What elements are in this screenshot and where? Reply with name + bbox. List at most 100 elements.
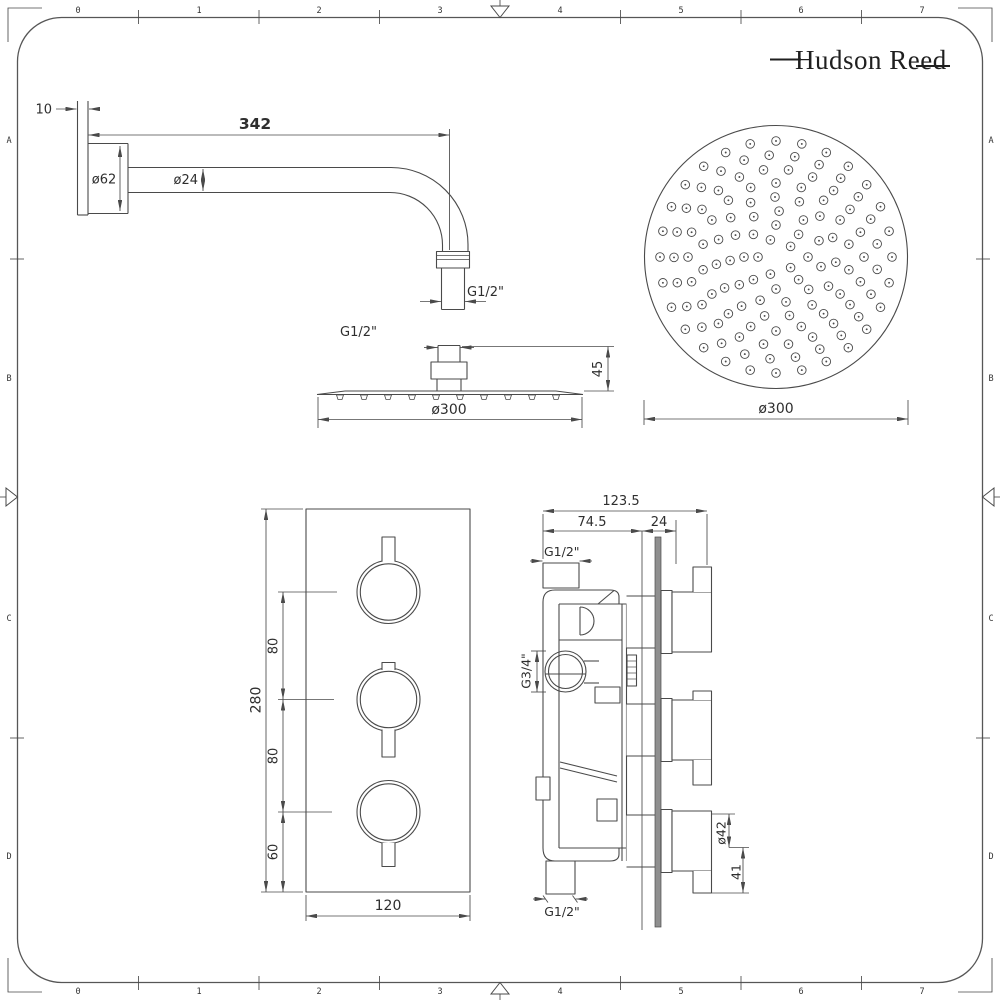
valve-front-view: 280 80 80 60 120: [249, 508, 471, 921]
head-side-dimensions: G1/2" 45 ø300: [317, 325, 614, 428]
shower-arm-dimensions: 10 342 ø62 ø24 G1/2": [35, 103, 504, 304]
border-frame: [16, 16, 984, 984]
nozzle-icon: [771, 178, 781, 188]
ruler-col-label-top: 3: [437, 6, 442, 16]
head-face-circle: [643, 124, 909, 390]
nozzle-icon: [719, 283, 730, 293]
dim-head-top-diameter: ø300: [758, 401, 793, 417]
nozzle-icon: [861, 179, 872, 190]
dim-wall-plate-thickness: 10: [35, 103, 52, 118]
nozzle-icon: [680, 324, 691, 335]
nozzle-icon: [755, 295, 765, 305]
nozzle-icon: [784, 310, 795, 321]
nozzle-icon: [836, 330, 847, 341]
nozzle-icon: [835, 173, 846, 183]
ruler-col-label-top: 1: [196, 6, 201, 16]
dim-arm-length: 342: [239, 115, 271, 133]
side-nozzle-icon: [408, 394, 416, 400]
dim-knob-diameter: ø42: [714, 821, 729, 845]
nozzle-icon: [720, 147, 731, 158]
nozzle-icon: [827, 232, 838, 243]
nozzle-icon: [658, 278, 668, 288]
valve-front-dimensions: 280 80 80 60 120: [249, 508, 471, 921]
nozzle-icon: [866, 289, 876, 299]
ruler-col-label-bottom: 2: [316, 987, 321, 997]
nozzle-icon: [872, 264, 882, 275]
nozzle-icon: [844, 265, 854, 275]
nozzle-icon: [740, 349, 750, 359]
side-nozzle-icon: [528, 394, 536, 400]
nozzle-icon: [655, 252, 665, 262]
nozzle-icon: [681, 203, 692, 213]
ruler-col-label-bottom: 4: [557, 987, 562, 997]
nozzle-icon: [765, 269, 776, 279]
nozzle-icon: [771, 326, 781, 336]
nozzle-icon: [748, 229, 759, 240]
nozzle-icon: [736, 301, 747, 311]
nozzle-icon: [739, 155, 749, 165]
dim-flange-diameter: ø62: [92, 173, 117, 188]
nozzle-icon: [734, 332, 745, 342]
nozzle-icon: [774, 206, 784, 216]
nozzle-icon: [835, 215, 845, 225]
ruler-row-label-right: A: [988, 136, 993, 146]
nozzle-icon: [771, 368, 781, 378]
nozzle-icon: [716, 166, 726, 176]
nozzle-icon: [765, 235, 776, 245]
nozzle-icon: [753, 252, 763, 262]
knob-lever-middle: [381, 729, 396, 758]
nozzle-icon: [815, 344, 825, 354]
nozzle-icon: [734, 172, 745, 182]
side-nozzle-icon: [504, 394, 512, 400]
nozzle-icon: [807, 172, 818, 182]
dim-bottom-offset: 60: [267, 844, 282, 861]
nozzle-icon: [845, 204, 855, 215]
nozzle-icon: [814, 235, 824, 246]
nozzle-icon: [697, 322, 707, 332]
nozzle-icon: [781, 297, 791, 307]
corner-mark-bottom-right: [958, 958, 993, 993]
nozzle-icon: [790, 352, 801, 362]
knob-stub-middle: [381, 661, 396, 670]
ruler-col-label-bottom: 0: [75, 987, 80, 997]
nozzle-icon: [797, 365, 807, 375]
side-nozzle-icon: [384, 394, 392, 400]
nozzle-icon: [783, 339, 794, 349]
valve-side-view: 123.5 74.5 24 G1/2" G3/4" ø42 41: [519, 494, 749, 930]
shower-arm-drawing: 10 342 ø62 ø24 G1/2": [35, 101, 504, 311]
nozzle-icon: [818, 195, 829, 206]
nozzle-icon: [814, 159, 824, 170]
nozzle-icon: [872, 239, 882, 249]
nozzle-icon: [771, 220, 781, 230]
valve-knobs-front: [356, 536, 421, 868]
dim-depth-total: 123.5: [602, 494, 639, 509]
nozzle-icon: [745, 182, 756, 193]
dim-plate-height: 280: [249, 687, 265, 714]
mounting-clip: [535, 776, 551, 801]
nozzle-icon: [666, 201, 677, 212]
side-nozzle-icon: [480, 394, 488, 400]
nozzle-icon: [875, 302, 886, 313]
brand-logo: Hudson Reed: [770, 45, 950, 75]
nozzle-icon: [835, 289, 845, 299]
ruler-ticks: [10, 10, 990, 990]
nozzle-icon: [745, 139, 755, 149]
center-mark-top-icon: [489, 5, 511, 19]
nozzle-icon: [725, 255, 735, 266]
nozzle-icon: [785, 241, 796, 252]
outlet-port: [545, 860, 576, 895]
nozzle-icon: [796, 321, 807, 332]
nozzle-icon: [771, 136, 781, 146]
inlet-port: [542, 562, 580, 589]
dim-knob-spacing-upper: 80: [267, 638, 282, 655]
nozzle-icon: [861, 324, 872, 335]
valve-side-dimensions: 123.5 74.5 24 G1/2" G3/4" ø42 41: [519, 494, 749, 919]
side-stub-middle: [692, 690, 713, 700]
nozzle-icon: [748, 274, 759, 285]
brand-name: Hudson Reed: [795, 45, 947, 75]
nozzle-icon: [707, 289, 717, 299]
nozzle-icon: [764, 150, 774, 160]
